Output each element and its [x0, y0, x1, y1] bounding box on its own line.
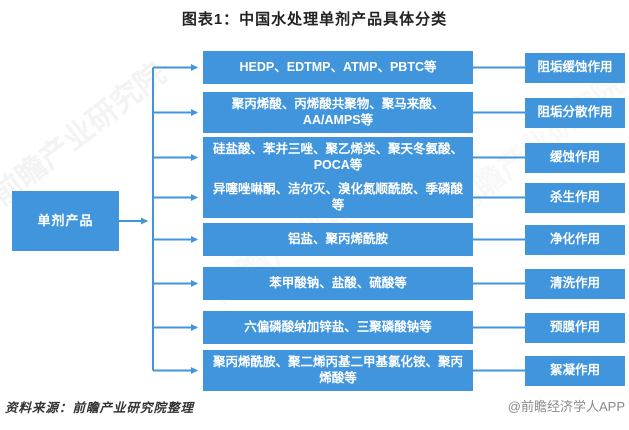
- agent-node: 苯甲酸钠、盐酸、硫酸等: [203, 267, 473, 300]
- function-node: 清洗作用: [525, 269, 625, 299]
- function-node: 絮凝作用: [525, 356, 625, 386]
- function-node: 阻垢分散作用: [525, 98, 625, 128]
- agent-node: 聚丙烯酸、丙烯酸共聚物、聚马来酸、AA/AMPS等: [203, 92, 473, 133]
- function-node: 净化作用: [525, 225, 625, 255]
- source-note: 资料来源：前瞻产业研究院整理: [5, 401, 195, 415]
- function-node: 缓蚀作用: [525, 143, 625, 173]
- chart-title: 图表1：中国水处理单剂产品具体分类: [181, 11, 448, 28]
- agent-node: 六偏磷酸纳加锌盐、三聚磷酸钠等: [203, 311, 473, 344]
- function-node: 杀生作用: [525, 183, 625, 213]
- agent-node: HEDP、EDTMP、ATMP、PBTC等: [203, 51, 473, 84]
- function-node: 阻垢缓蚀作用: [525, 53, 625, 83]
- agent-node: 异噻唑啉酮、洁尔灭、溴化氮顺酰胺、季磷酸等: [203, 177, 473, 218]
- agent-node: 硅盐酸、苯并三唑、聚乙烯类、聚天冬氨酸、POCA等: [203, 137, 473, 178]
- credit-note: @前瞻经济学人APP: [507, 399, 625, 414]
- function-node: 预膜作用: [525, 313, 625, 343]
- agent-node: 铝盐、聚丙烯酰胺: [203, 223, 473, 256]
- root-node-single-agent-product: 单剂产品: [12, 191, 119, 251]
- agent-node: 聚丙烯酰胺、聚二烯丙基二甲基氯化铵、聚丙烯酸等: [203, 350, 473, 391]
